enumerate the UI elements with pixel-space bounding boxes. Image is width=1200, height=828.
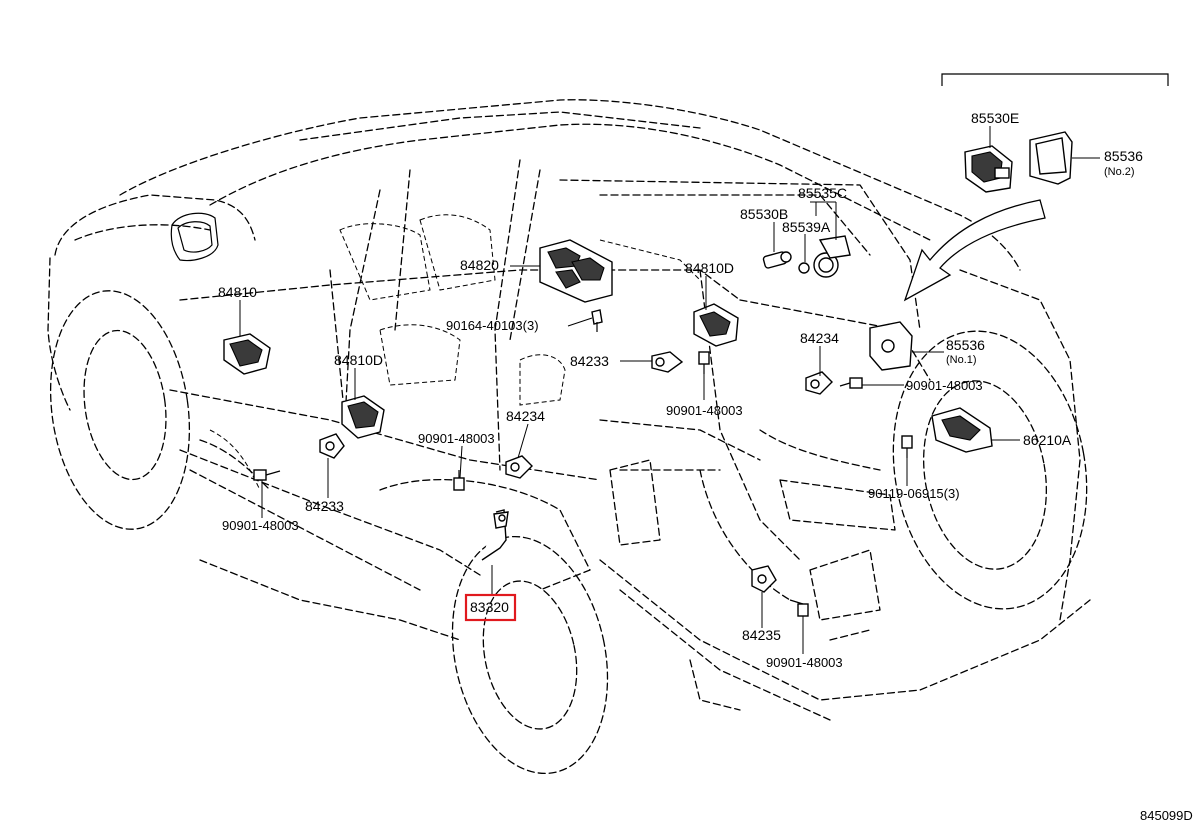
- part-85536-no2-icon[interactable]: [1029, 131, 1073, 185]
- part-90119-icon[interactable]: [901, 435, 913, 458]
- label-90164[interactable]: 90164-40103(3): [446, 318, 539, 333]
- inset-bracket: [941, 73, 1169, 86]
- part-84235-icon[interactable]: [751, 565, 777, 593]
- part-84810d-left-icon[interactable]: [341, 395, 385, 439]
- label-90119[interactable]: 90119-06915(3): [868, 486, 960, 501]
- label-85536-no2-note: (No.2): [1104, 166, 1135, 178]
- part-84810d-right-icon[interactable]: [693, 303, 739, 347]
- label-85530b[interactable]: 85530B: [740, 206, 788, 222]
- label-84234-center[interactable]: 84234: [506, 408, 545, 424]
- part-83320-icon[interactable]: [481, 509, 509, 561]
- label-86210a[interactable]: 86210A: [1023, 432, 1072, 448]
- label-84820[interactable]: 84820: [460, 257, 499, 273]
- label-85536-no2[interactable]: 85536: [1104, 148, 1143, 164]
- label-84810[interactable]: 84810: [218, 284, 257, 300]
- part-84233-center-icon[interactable]: [651, 351, 684, 373]
- part-85530e-icon[interactable]: [964, 145, 1013, 193]
- part-84810-left-icon[interactable]: [223, 333, 271, 375]
- label-85535c[interactable]: 85535C: [798, 185, 847, 201]
- part-90901-bottom-icon[interactable]: [789, 599, 809, 617]
- part-85535c-icon[interactable]: [798, 235, 851, 278]
- leader-lines: [239, 126, 1100, 654]
- label-90901-center[interactable]: 90901-48003: [666, 403, 743, 418]
- label-84234-right[interactable]: 84234: [800, 330, 839, 346]
- part-84234-right-icon[interactable]: [805, 371, 833, 395]
- part-84233-left-icon[interactable]: [319, 433, 345, 459]
- label-90901-bottom[interactable]: 90901-48003: [766, 655, 843, 670]
- figure-code: 845099D: [1140, 808, 1193, 823]
- part-85536-no1-icon[interactable]: [869, 321, 913, 371]
- label-84810d-right[interactable]: 84810D: [685, 260, 734, 276]
- label-90901-right[interactable]: 90901-48003: [906, 378, 983, 393]
- label-84233-left[interactable]: 84233: [305, 498, 344, 514]
- label-84233-center[interactable]: 84233: [570, 353, 609, 369]
- part-90901-center-icon[interactable]: [698, 351, 710, 374]
- highlight-box-83320: [464, 593, 517, 622]
- label-90901-left[interactable]: 90901-48003: [222, 518, 299, 533]
- label-83320[interactable]: 83320: [470, 599, 509, 615]
- part-84234-center-icon[interactable]: [505, 455, 533, 479]
- label-85536-no1-note: (No.1): [946, 354, 977, 366]
- part-85530b-icon[interactable]: [762, 251, 792, 269]
- label-85536-no1[interactable]: 85536: [946, 337, 985, 353]
- label-85530e[interactable]: 85530E: [971, 110, 1019, 126]
- side-mirror: [170, 212, 219, 262]
- part-86210a-icon[interactable]: [931, 407, 993, 453]
- part-84820-icon[interactable]: [539, 239, 613, 303]
- label-85539a[interactable]: 85539A: [782, 219, 831, 235]
- part-90901-mid-icon[interactable]: [453, 470, 465, 491]
- part-90164-icon[interactable]: [591, 309, 603, 332]
- label-84235[interactable]: 84235: [742, 627, 781, 643]
- label-84810d-left[interactable]: 84810D: [334, 352, 383, 368]
- callout-arrow: [903, 199, 1046, 302]
- part-90901-left-icon[interactable]: [253, 469, 281, 481]
- part-labels: 85530E 85536 (No.2) 85535C 85530B 85539A…: [218, 110, 1193, 823]
- label-90901-mid[interactable]: 90901-48003: [418, 431, 495, 446]
- part-90901-right-icon[interactable]: [839, 377, 863, 389]
